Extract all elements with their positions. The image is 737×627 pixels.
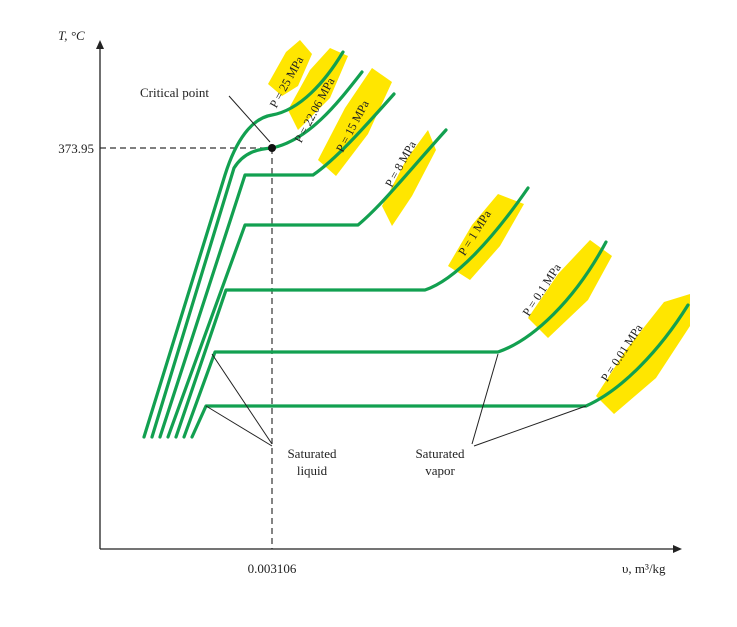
isobar-1-mpa xyxy=(174,186,530,439)
critical-point-label: Critical point xyxy=(140,85,209,100)
highlight-15-mpa xyxy=(318,68,392,176)
saturated-vapor-label-line1: Saturated xyxy=(415,446,465,461)
label-highlights xyxy=(268,40,690,414)
isobar-0-1-mpa xyxy=(182,240,608,439)
sat-liquid-leader-1 xyxy=(211,353,273,445)
highlight-25-mpa xyxy=(268,40,312,96)
highlight-0-01-mpa xyxy=(596,294,690,414)
saturated-liquid-label-line1: Saturated xyxy=(287,446,337,461)
y-axis-label: T, °C xyxy=(58,28,85,43)
isobar-15-mpa xyxy=(158,92,396,439)
x-axis-label: υ, m³/kg xyxy=(622,561,666,576)
critical-point-leader xyxy=(228,95,271,143)
leader-lines xyxy=(205,95,587,447)
highlight-1-mpa xyxy=(448,194,524,280)
highlight-0-1-mpa xyxy=(528,240,612,338)
saturated-vapor-label-line2: vapor xyxy=(425,463,455,478)
isobar-8-mpa xyxy=(166,128,448,439)
isobar-0-01-mpa xyxy=(190,303,690,439)
critical-point-marker xyxy=(268,144,276,152)
isobar-25-mpa xyxy=(142,50,345,439)
critical-temperature-tick-label: 373.95 xyxy=(58,141,94,156)
critical-volume-tick-label: 0.003106 xyxy=(248,561,297,576)
sat-liquid-leader-2 xyxy=(205,405,273,447)
highlight-8-mpa xyxy=(382,130,436,226)
saturated-liquid-label-line2: liquid xyxy=(297,463,328,478)
sat-vapor-leader-2 xyxy=(473,405,587,447)
isobar-curves xyxy=(142,50,690,439)
sat-vapor-leader-1 xyxy=(471,353,499,445)
isobar-22-06-mpa xyxy=(150,70,364,439)
